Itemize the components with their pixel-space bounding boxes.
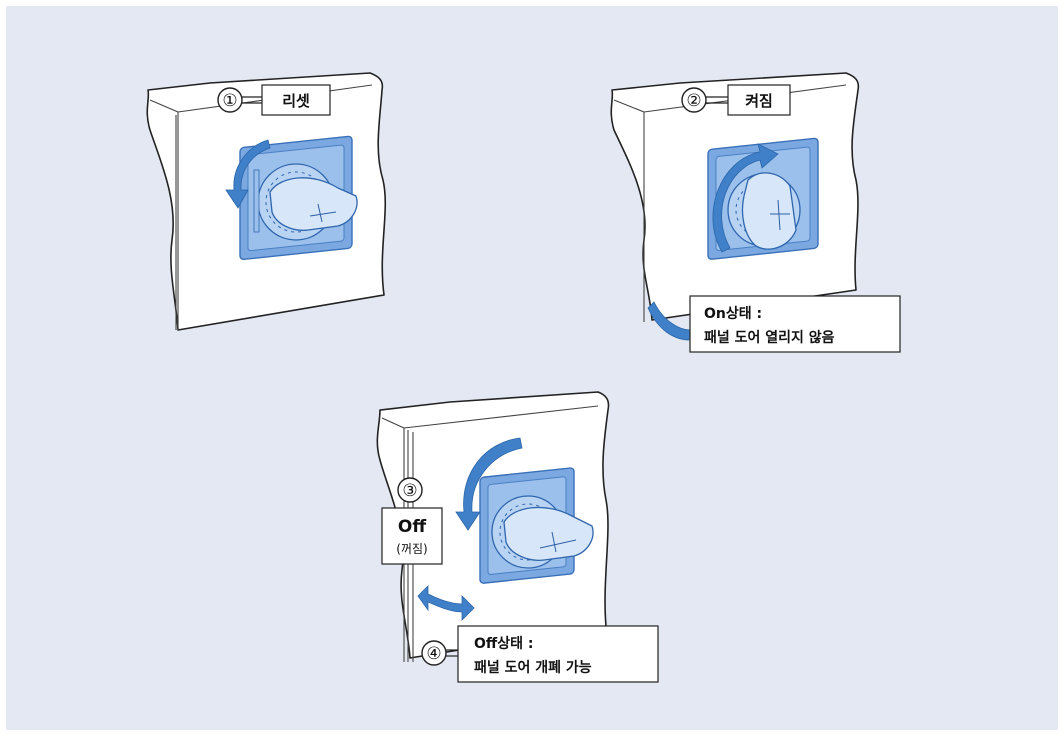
step-2-text: 켜짐 — [745, 92, 773, 110]
step-3-text: Off — [398, 517, 426, 537]
step-3-number: ③ — [402, 481, 417, 501]
panel-reset: ① 리셋 — [147, 73, 385, 330]
off-state-line2: 패널 도어 개폐 가능 — [474, 659, 592, 676]
on-state-line2: 패널 도어 열리지 않음 — [704, 329, 835, 346]
step-1-text: 리셋 — [282, 92, 310, 110]
panel-off: ③ Off (꺼짐) ④ Off상태 : 패널 도어 개폐 가능 — [377, 392, 658, 682]
step-1-label: ① 리셋 — [218, 85, 330, 115]
rotary-switch-diagram: ① 리셋 ② 켜짐 On상태 : 패널 도 — [6, 6, 1058, 730]
diagram-canvas: ① 리셋 ② 켜짐 On상태 : 패널 도 — [6, 6, 1058, 730]
panel-on: ② 켜짐 On상태 : 패널 도어 열리지 않음 — [611, 73, 900, 352]
step-2-number: ② — [686, 91, 701, 111]
step-3-subtext: (꺼짐) — [396, 542, 427, 556]
off-state-note: Off상태 : 패널 도어 개폐 가능 — [458, 626, 658, 682]
off-state-line1: Off상태 : — [474, 636, 533, 652]
step-4-number: ④ — [426, 644, 441, 664]
step-2-label: ② 켜짐 — [682, 85, 790, 115]
step-1-number: ① — [222, 91, 237, 111]
on-state-line1: On상태 : — [704, 306, 762, 322]
on-state-note: On상태 : 패널 도어 열리지 않음 — [690, 296, 900, 352]
